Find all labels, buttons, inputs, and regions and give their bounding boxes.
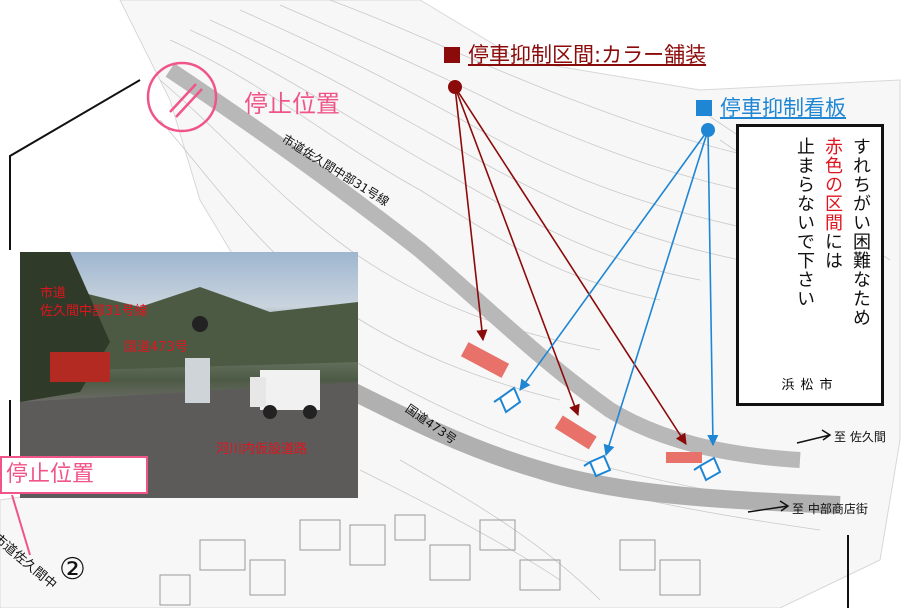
sign-arrows <box>519 129 719 457</box>
photo-temp-road-label: 河川内仮設道路 <box>216 442 308 457</box>
stop-position-label: 停止位置 <box>244 90 340 118</box>
destination-sakuma: 至 佐久間 <box>834 430 886 444</box>
legend-zone: 停車抑制区間:カラー舗装 <box>444 39 706 69</box>
town-blocks <box>159 514 701 606</box>
photo-city-road-label-2: 佐久間中部31号線 <box>40 304 148 319</box>
national-road-band <box>325 371 841 514</box>
red-paving-zone-2 <box>554 415 597 450</box>
sign-line-2: 赤色の区間には <box>821 137 843 327</box>
sign-red-text: 赤色の区間 <box>822 137 843 232</box>
warning-sign-board: すれちがい困難なため 赤色の区間には 止まらないで下さい 浜松市 <box>736 124 884 406</box>
sign-legend-square <box>696 100 712 116</box>
stop-connector <box>11 494 31 556</box>
marker-number: ② <box>59 552 86 587</box>
sign-text-columns: すれちがい困難なため 赤色の区間には 止まらないで下さい <box>793 137 871 327</box>
sign-line-2-rest: には <box>822 232 843 270</box>
red-paving-zone-3 <box>666 452 702 463</box>
sign-symbols <box>493 386 722 482</box>
legend-sign: 停車抑制看板 <box>696 92 846 122</box>
photo-city-road-label-1: 市道 <box>40 286 67 301</box>
zone-legend-square <box>444 47 460 63</box>
leader-lines <box>9 79 849 608</box>
stop-position-mark <box>169 83 203 118</box>
destination-chubu: 至 中部商店街 <box>792 502 868 516</box>
sign-line-1: すれちがい困難なため <box>850 137 871 327</box>
zone-arrows <box>454 86 687 445</box>
legend-sign-label: 停車抑制看板 <box>720 96 846 120</box>
site-photo: 市道 佐久間中部31号線 国道473号 河川内仮設道路 <box>20 252 358 498</box>
sign-line-3: 止まらないで下さい <box>794 137 815 308</box>
red-paving-zone-1 <box>460 342 510 378</box>
destination-arrows <box>747 429 832 513</box>
photo-stop-position-box: 停止位置 <box>0 456 148 494</box>
sign-city-name: 浜松市 <box>781 378 839 393</box>
stop-position-circle <box>146 61 218 133</box>
legend-zone-label: 停車抑制区間:カラー舗装 <box>468 43 707 67</box>
photo-national-road-label: 国道473号 <box>124 340 188 355</box>
